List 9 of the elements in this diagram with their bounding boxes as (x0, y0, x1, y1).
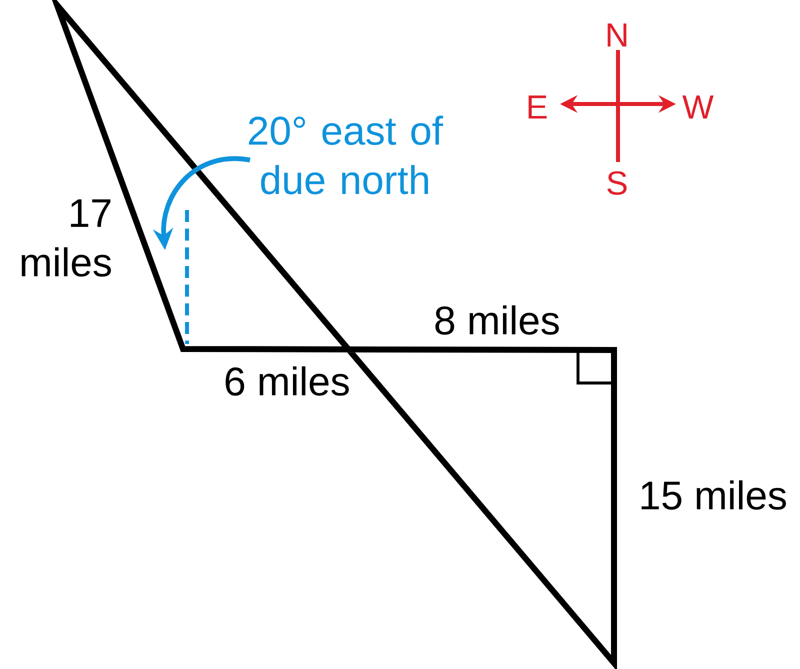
text-label: 15 miles (642, 480, 786, 510)
text-label: S (607, 171, 627, 195)
text-label: 17 miles (22, 199, 111, 277)
text-label: 8 miles (435, 305, 559, 335)
text-label: N (608, 24, 626, 46)
text-label: W (682, 96, 714, 118)
text-label: E (528, 96, 547, 118)
text-label: 20° east of due north (248, 116, 444, 194)
text-label: 6 miles (226, 366, 349, 396)
